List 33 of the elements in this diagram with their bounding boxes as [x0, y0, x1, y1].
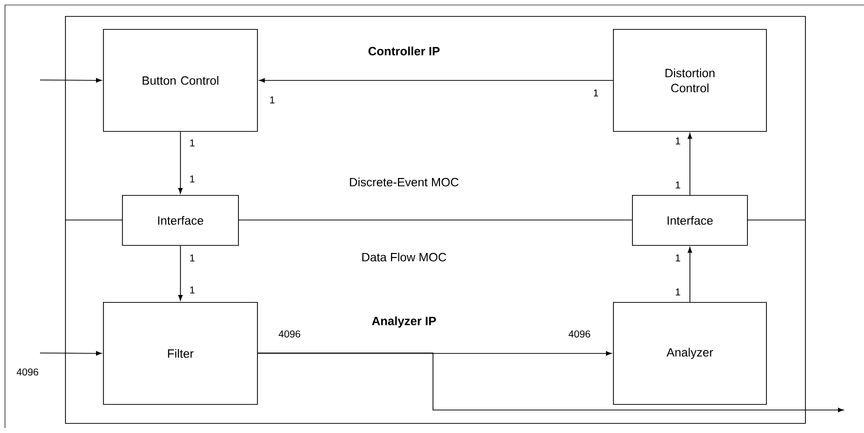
port-rate-label: 1 — [190, 140, 194, 146]
port-rate-label: 1 — [190, 286, 194, 294]
port-rate-label: 1 — [676, 288, 680, 296]
arrow — [40, 351, 102, 356]
block-box: Button Control — [103, 29, 258, 132]
interface-box: Interface — [122, 195, 239, 246]
arrow — [688, 133, 692, 196]
port-rate-label: 1 — [190, 254, 194, 262]
domain-label: Data Flow MOC — [362, 252, 446, 262]
interface-box: Interface — [632, 195, 748, 246]
section-title: Controller IP — [368, 46, 440, 56]
arrow — [40, 78, 102, 83]
arrow — [259, 78, 614, 83]
block-box: Distortion Control — [613, 29, 767, 132]
port-rate-label: 4096 — [278, 330, 300, 338]
arrow — [178, 131, 183, 194]
port-rate-label: 1 — [190, 176, 194, 182]
block-frame — [65, 16, 806, 424]
port-rate-label: 1 — [594, 90, 598, 96]
port-rate-label: 1 — [270, 96, 274, 104]
block-box: Analyzer — [613, 302, 767, 405]
arrow — [257, 352, 844, 412]
arrow — [688, 247, 692, 302]
port-rate-label: 1 — [676, 254, 680, 262]
port-rate-label: 4096 — [568, 330, 590, 338]
section-title: Analyzer IP — [372, 316, 436, 328]
arrow — [178, 245, 183, 301]
block-box: Filter — [103, 302, 258, 405]
port-rate-label: 4096 — [16, 368, 38, 376]
domain-label: Discrete-Event MOC — [350, 178, 459, 186]
arrow — [257, 351, 612, 356]
port-rate-label: 1 — [676, 138, 680, 144]
port-rate-label: 1 — [676, 182, 680, 188]
